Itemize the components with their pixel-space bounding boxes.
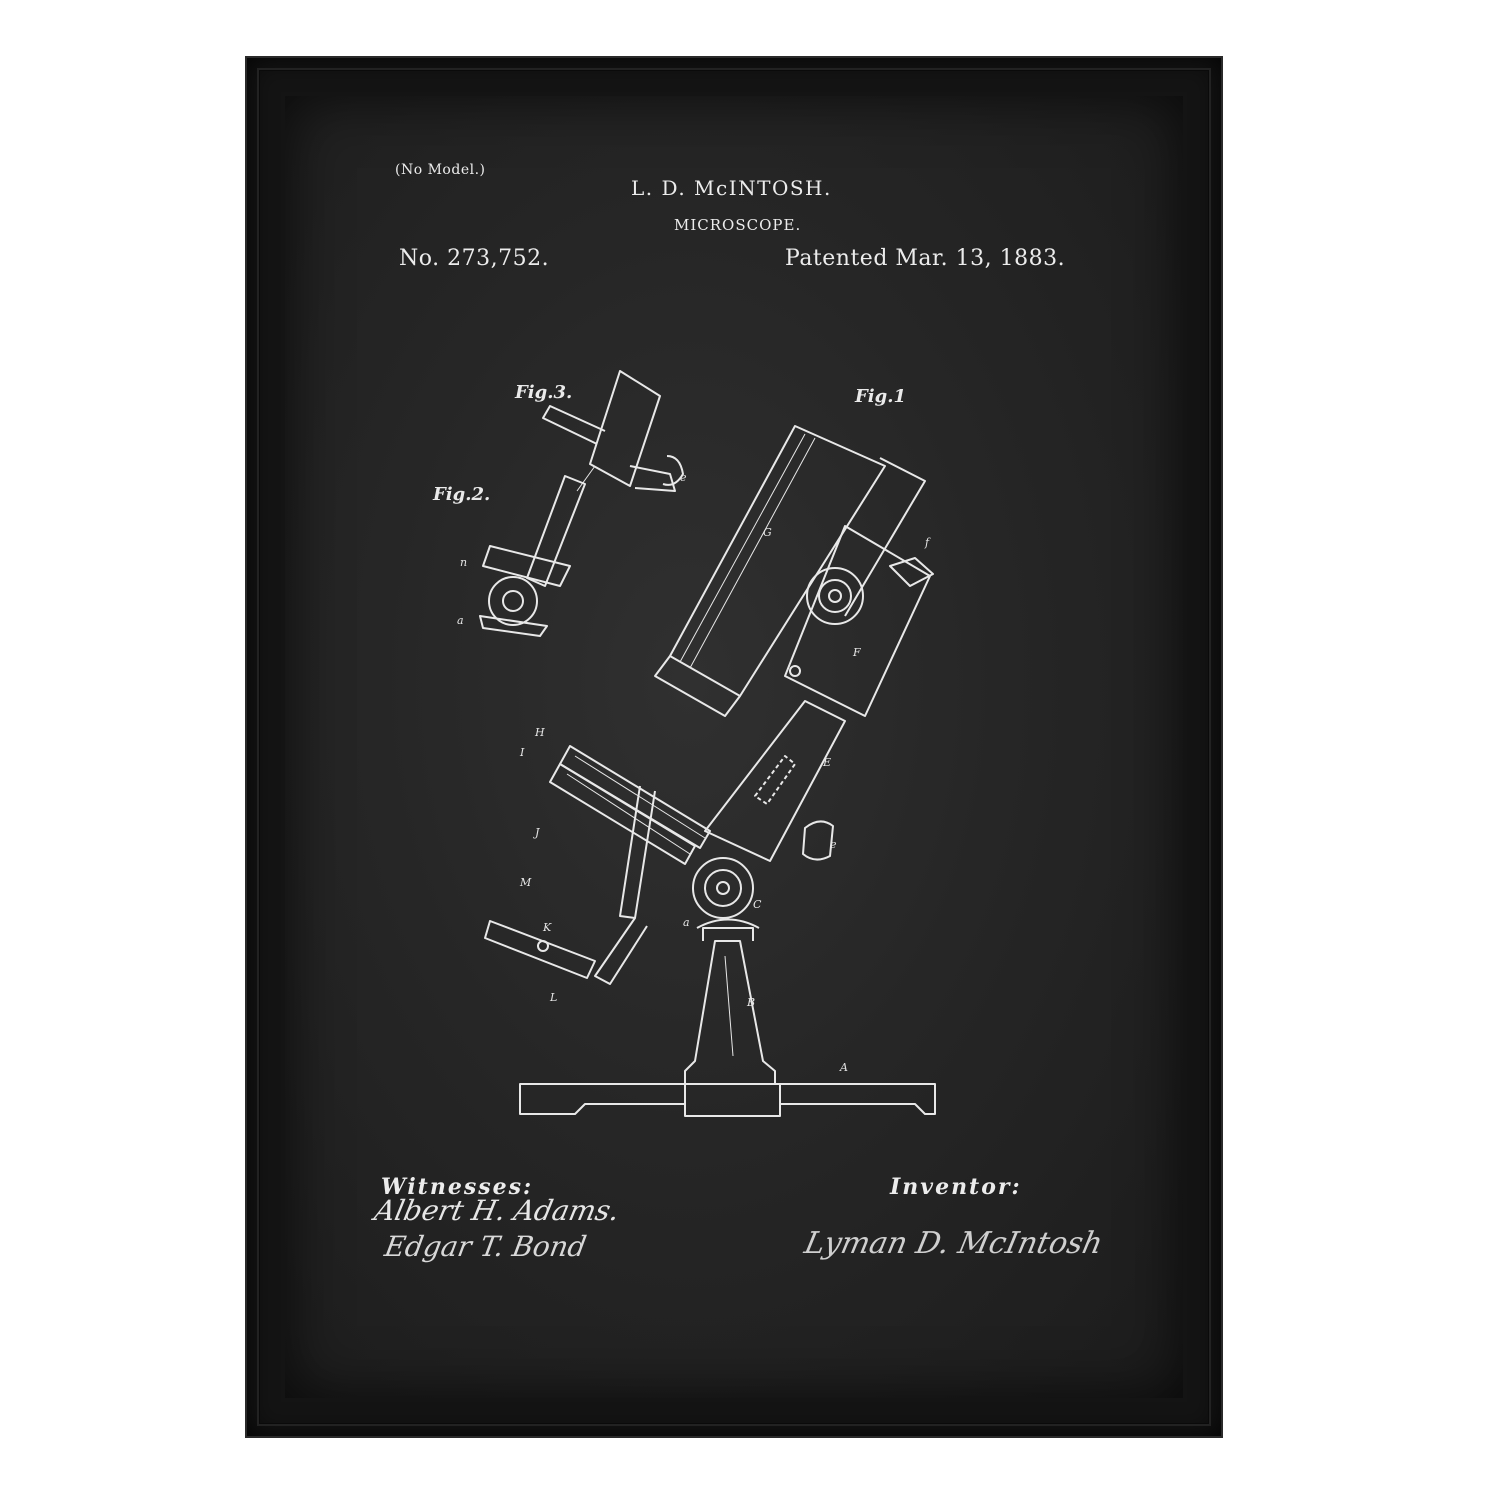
figure-3-label: Fig.3. xyxy=(515,382,573,403)
svg-text:a: a xyxy=(457,614,464,627)
inventor-heading: L. D. McINTOSH. xyxy=(631,176,832,200)
witness-signature-2: Edgar T. Bond xyxy=(382,1230,589,1263)
svg-text:I: I xyxy=(519,746,525,759)
invention-title: MICROSCOPE. xyxy=(674,216,802,234)
svg-text:M: M xyxy=(519,876,532,889)
svg-text:f: f xyxy=(924,536,931,549)
microscope-drawing: G F E H I J M K L B A C a e f e a n xyxy=(457,370,936,1117)
svg-text:E: E xyxy=(822,756,831,769)
svg-text:B: B xyxy=(746,996,755,1009)
svg-text:L: L xyxy=(549,991,557,1004)
witness-signature-1: Albert H. Adams. xyxy=(371,1194,623,1227)
svg-text:e: e xyxy=(680,471,687,484)
inventor-signature: Lyman D. McIntosh xyxy=(801,1226,1106,1261)
patent-number: No. 273,752. xyxy=(399,246,550,271)
svg-text:n: n xyxy=(460,556,467,569)
svg-text:a: a xyxy=(683,916,690,929)
svg-text:A: A xyxy=(839,1061,848,1074)
patent-date: Patented Mar. 13, 1883. xyxy=(785,246,1066,271)
witnesses-label: Witnesses: xyxy=(381,1174,534,1200)
svg-text:H: H xyxy=(534,726,545,739)
inventor-label: Inventor: xyxy=(890,1174,1022,1200)
svg-text:K: K xyxy=(542,921,552,934)
svg-text:G: G xyxy=(763,526,772,539)
figure-reference-letters: G F E H I J M K L B A C a e f e a n xyxy=(457,471,931,1074)
svg-text:J: J xyxy=(533,826,540,839)
svg-text:e: e xyxy=(830,838,837,851)
svg-text:F: F xyxy=(852,646,861,659)
figure-2-label: Fig.2. xyxy=(433,484,491,505)
patent-poster: (No Model.) L. D. McINTOSH. MICROSCOPE. … xyxy=(285,96,1183,1398)
figure-1-label: Fig.1 xyxy=(855,386,906,407)
no-model-note: (No Model.) xyxy=(395,162,486,178)
svg-text:C: C xyxy=(753,898,762,911)
